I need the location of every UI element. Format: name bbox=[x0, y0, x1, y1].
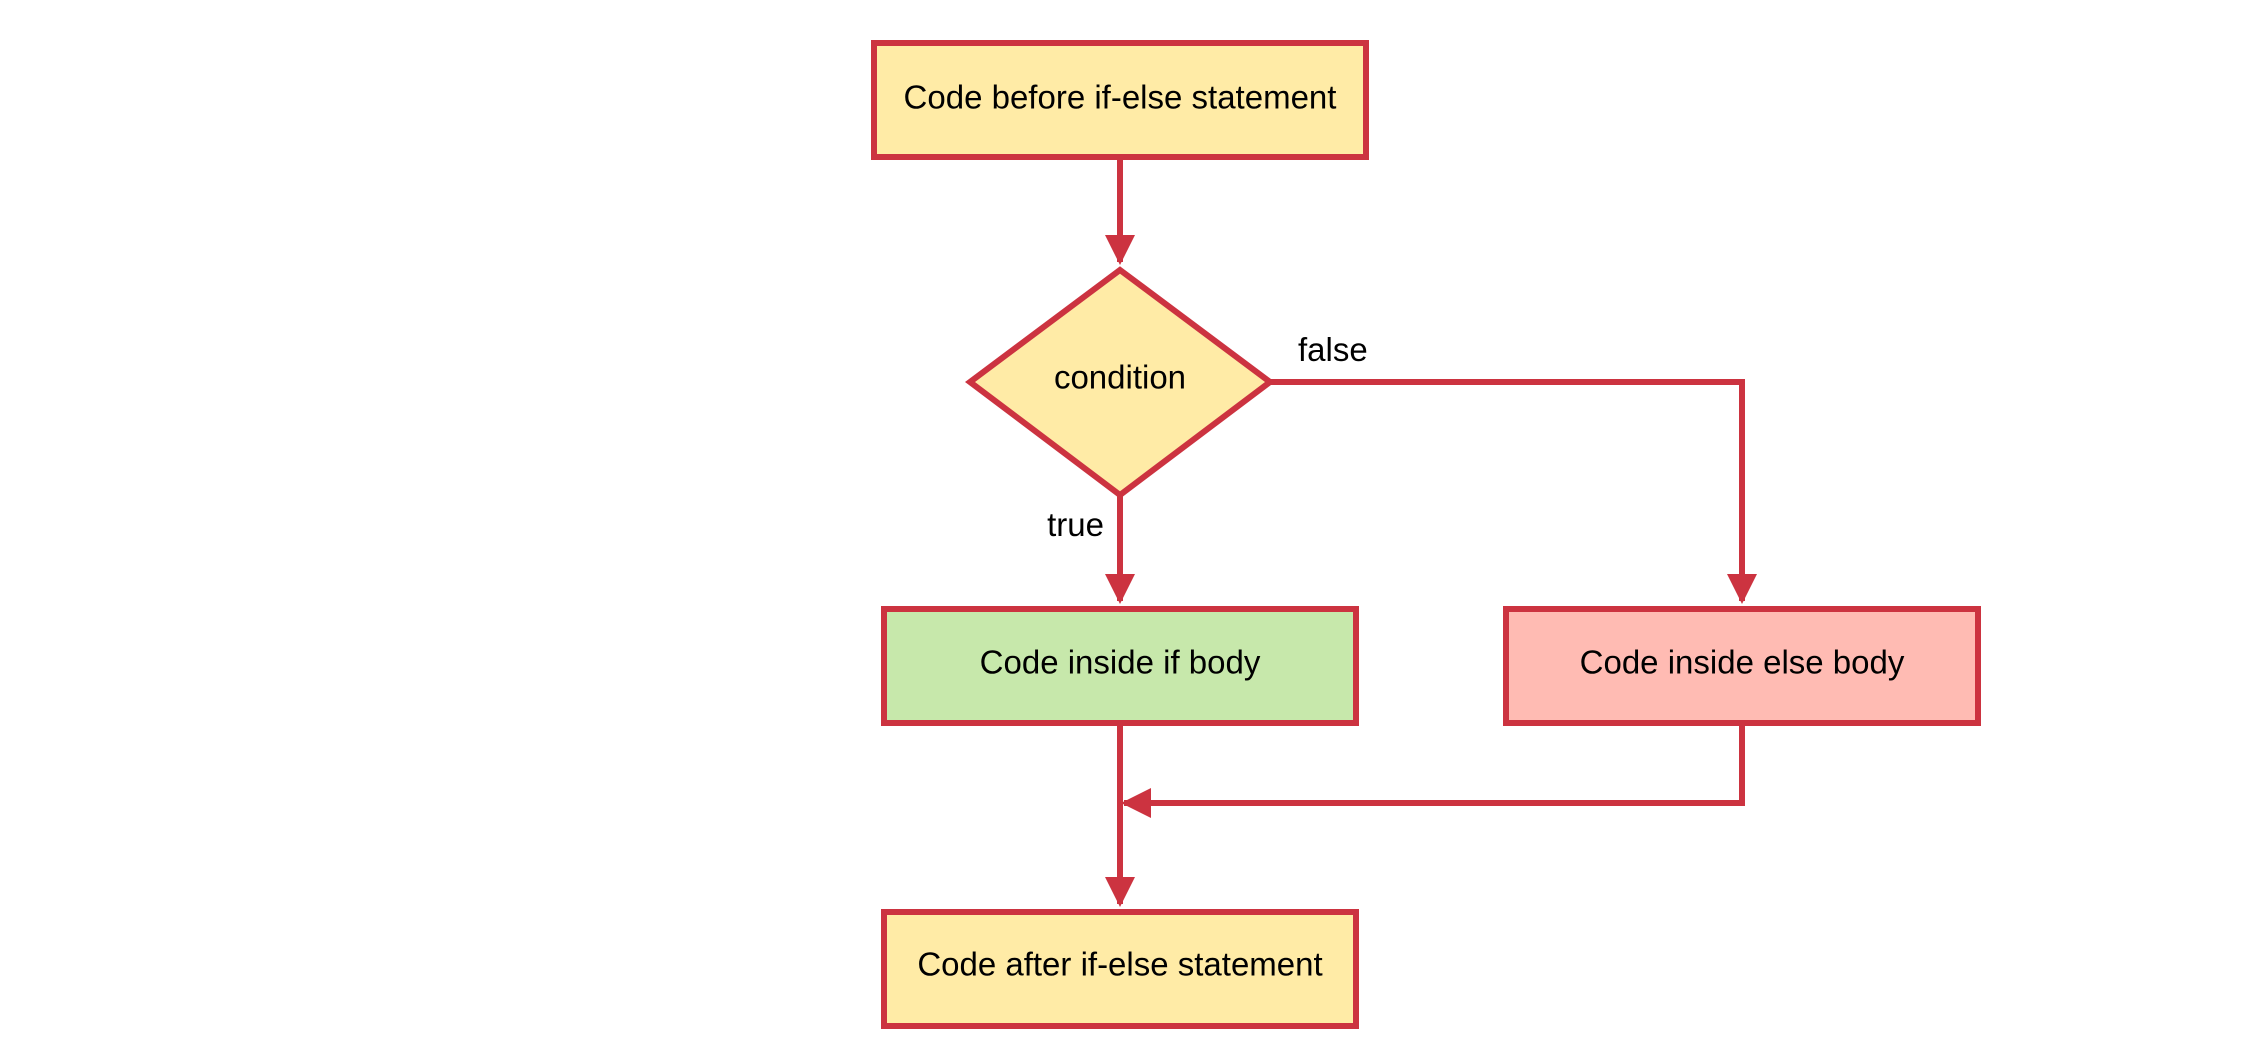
node-before-box bbox=[871, 40, 1369, 160]
node-after-box bbox=[881, 909, 1359, 1029]
node-before: Code before if-else statement bbox=[871, 40, 1369, 160]
node-condition-diamond bbox=[964, 266, 1276, 499]
edge-else-to-merge bbox=[1121, 723, 1745, 818]
edges bbox=[1105, 158, 1757, 907]
edge-label-false: false bbox=[1298, 331, 1368, 368]
node-after: Code after if-else statement bbox=[881, 909, 1359, 1029]
node-condition-label: condition bbox=[1054, 359, 1186, 396]
node-if-body-label: Code inside if body bbox=[980, 644, 1261, 681]
node-else-body-label: Code inside else body bbox=[1580, 644, 1905, 681]
edge-condition-false bbox=[1270, 379, 1757, 604]
node-after-label: Code after if-else statement bbox=[917, 946, 1322, 983]
node-if-body: Code inside if body bbox=[881, 606, 1359, 726]
node-if-body-box bbox=[881, 606, 1359, 726]
edge-label-true: true bbox=[1047, 506, 1104, 543]
node-condition: condition bbox=[964, 266, 1276, 499]
node-else-body: Code inside else body bbox=[1503, 606, 1981, 726]
node-else-body-box bbox=[1503, 606, 1981, 726]
node-before-label: Code before if-else statement bbox=[904, 79, 1337, 116]
